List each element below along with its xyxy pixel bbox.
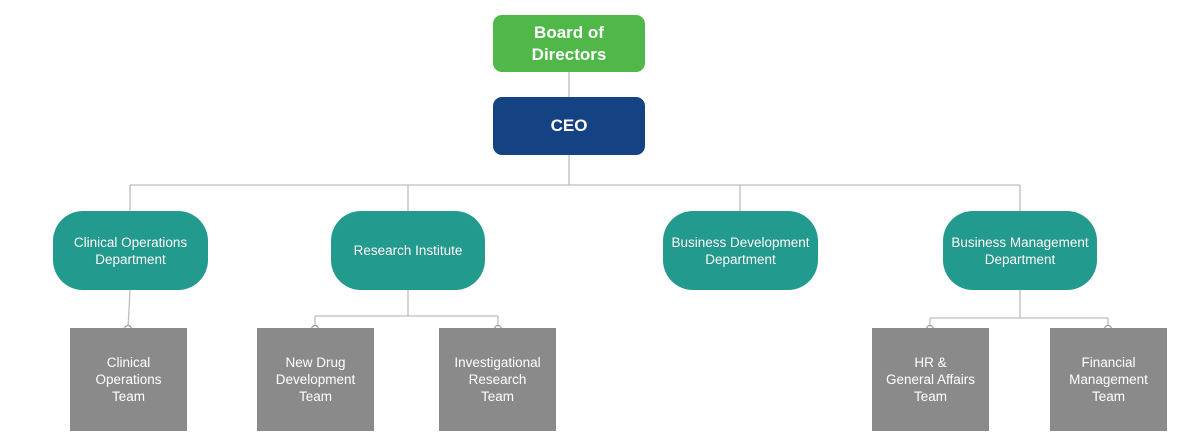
team-label: New Drug Development Team [275, 355, 356, 404]
department-research-institute: Research Institute [331, 211, 485, 290]
team-label: Financial Management Team [1069, 355, 1148, 404]
ceo-box: CEO [493, 97, 645, 155]
team-label: Clinical Operations Team [95, 355, 162, 404]
team-investigational-research: Investigational Research Team [439, 328, 556, 431]
team-label: Investigational Research Team [454, 355, 541, 404]
team-clinical-operations: Clinical Operations Team [70, 328, 187, 431]
connector-dept-1-team [127, 289, 131, 329]
team-financial-management: Financial Management Team [1050, 328, 1167, 431]
department-business-management: Business Management Department [943, 211, 1097, 290]
department-label: Business Development Department [671, 234, 810, 267]
team-label: HR & General Affairs Team [885, 355, 976, 404]
ceo-label: CEO [550, 116, 588, 135]
department-label: Clinical Operations Department [73, 234, 188, 267]
board-of-directors-label: Board of Directors [531, 22, 607, 64]
department-clinical-operations: Clinical Operations Department [53, 211, 208, 290]
team-new-drug-development: New Drug Development Team [257, 328, 374, 431]
department-label: Business Management Department [951, 234, 1089, 267]
board-of-directors-box: Board of Directors [493, 15, 645, 72]
team-hr-general-affairs: HR & General Affairs Team [872, 328, 989, 431]
department-business-development: Business Development Department [663, 211, 818, 290]
department-label: Research Institute [353, 243, 463, 258]
